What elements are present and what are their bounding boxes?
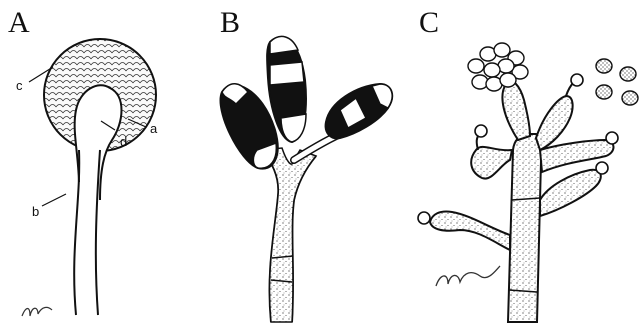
- signature-scribble-c: [436, 266, 500, 286]
- conidium-c-l: [475, 125, 487, 137]
- label-b: b: [32, 204, 39, 219]
- panel-label-b: B: [220, 8, 240, 38]
- panel-b-drawing: [221, 36, 393, 322]
- stalk-body: [262, 148, 316, 322]
- label-c: c: [16, 78, 23, 93]
- conidium-right: [326, 84, 393, 138]
- panel-a-drawing: c a d b: [16, 39, 158, 316]
- conidium-c-ll: [418, 212, 430, 224]
- conidial-cluster: [468, 43, 528, 91]
- label-d: d: [120, 134, 127, 149]
- panel-label-a: A: [8, 8, 30, 38]
- pointer-b: [42, 194, 66, 206]
- label-a: a: [150, 121, 158, 136]
- conidium-c-ur: [571, 74, 583, 86]
- panel-label-c: C: [419, 8, 439, 38]
- phialide-upper-left: [502, 81, 530, 140]
- free-conidia: [596, 59, 638, 105]
- signature-scribble-a: [22, 307, 52, 316]
- conidium-c-lr: [596, 162, 608, 174]
- phialide-lower-right: [540, 170, 601, 216]
- conidium-c-mr: [606, 132, 618, 144]
- branch-lower-left: [430, 211, 510, 250]
- main-hypha: [508, 134, 541, 322]
- panel-c-drawing: [418, 43, 638, 322]
- phialide-left: [471, 147, 512, 179]
- phialide-upper-right: [536, 96, 573, 150]
